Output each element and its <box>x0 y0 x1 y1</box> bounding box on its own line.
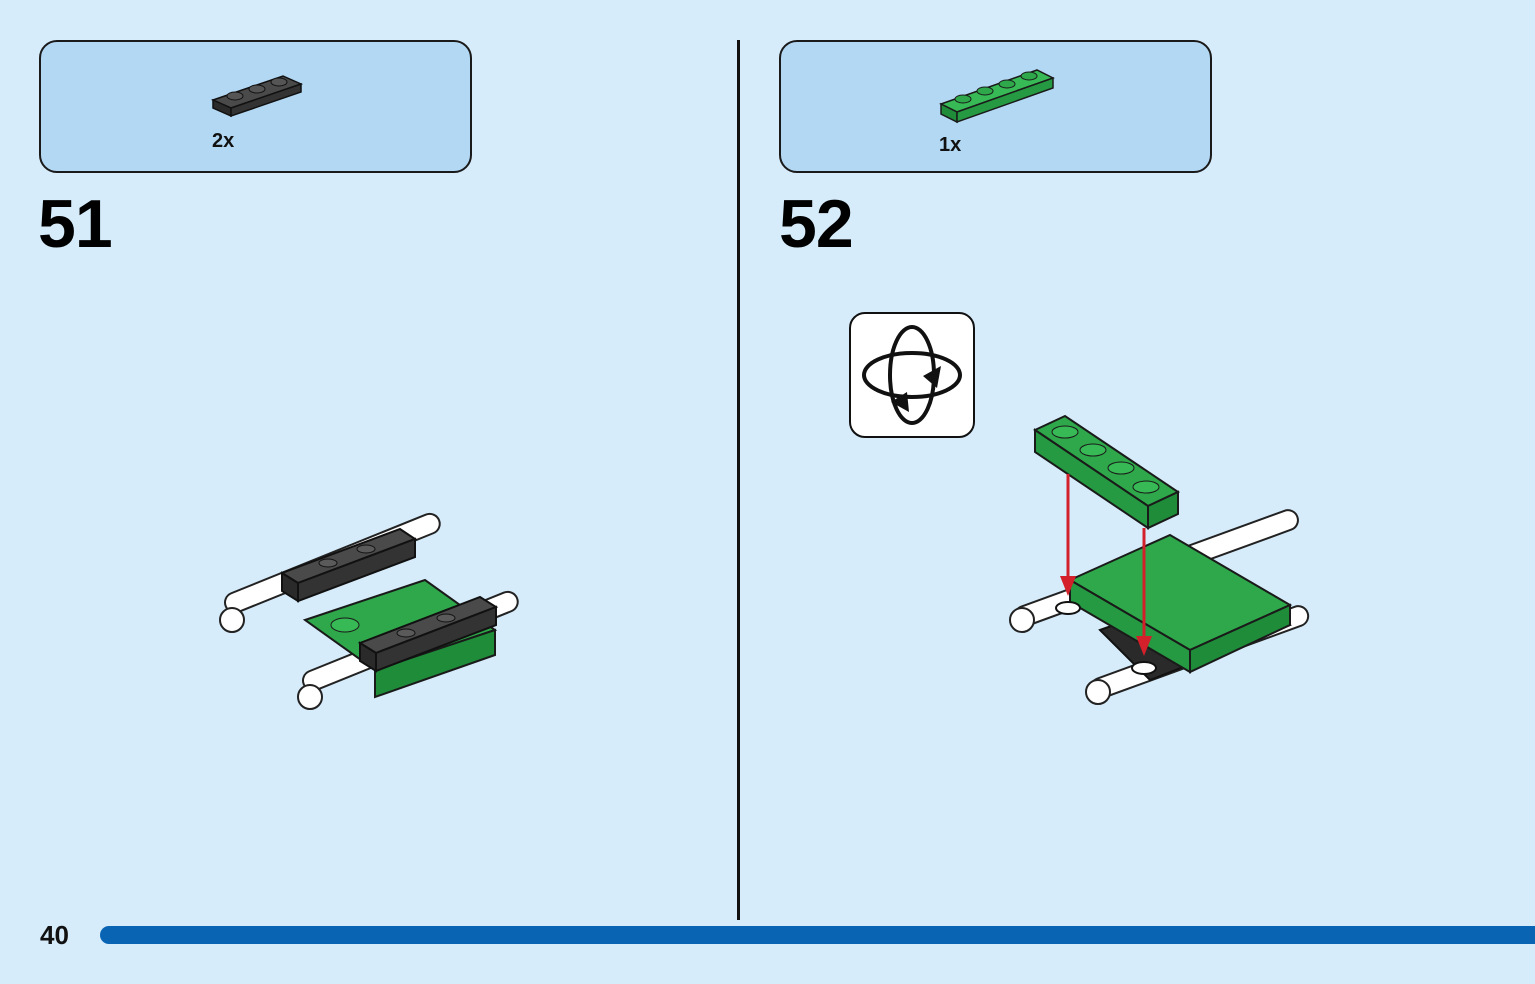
green-body <box>302 578 498 699</box>
step-number: 52 <box>779 186 854 262</box>
red-arrow <box>1060 474 1076 596</box>
page-number: 40 <box>40 920 69 950</box>
parts-callout-step-51: 2x <box>39 40 472 173</box>
page-divider <box>737 40 740 920</box>
step-number: 51 <box>38 186 113 262</box>
step-52-model-illustration <box>1009 414 1310 705</box>
white-stud <box>1131 661 1157 675</box>
red-arrow <box>1136 528 1152 656</box>
rotate-model-icon <box>862 325 962 425</box>
part-quantity: 1x <box>939 134 962 156</box>
step-51-model-illustration <box>219 512 519 710</box>
parts-callout-step-52: 1x <box>779 40 1212 173</box>
plate-1x3-black-icon <box>210 75 304 118</box>
green-top-plate <box>1067 533 1293 674</box>
green-plate-1x4 <box>1032 414 1181 530</box>
black-plate-front <box>357 595 499 673</box>
part-quantity: 2x <box>212 130 235 152</box>
plate-1x4-green-icon <box>939 69 1055 124</box>
white-stud <box>1055 601 1081 615</box>
black-plate-back <box>279 527 418 603</box>
progress-bar <box>100 926 1535 944</box>
rotate-indicator <box>849 312 975 438</box>
